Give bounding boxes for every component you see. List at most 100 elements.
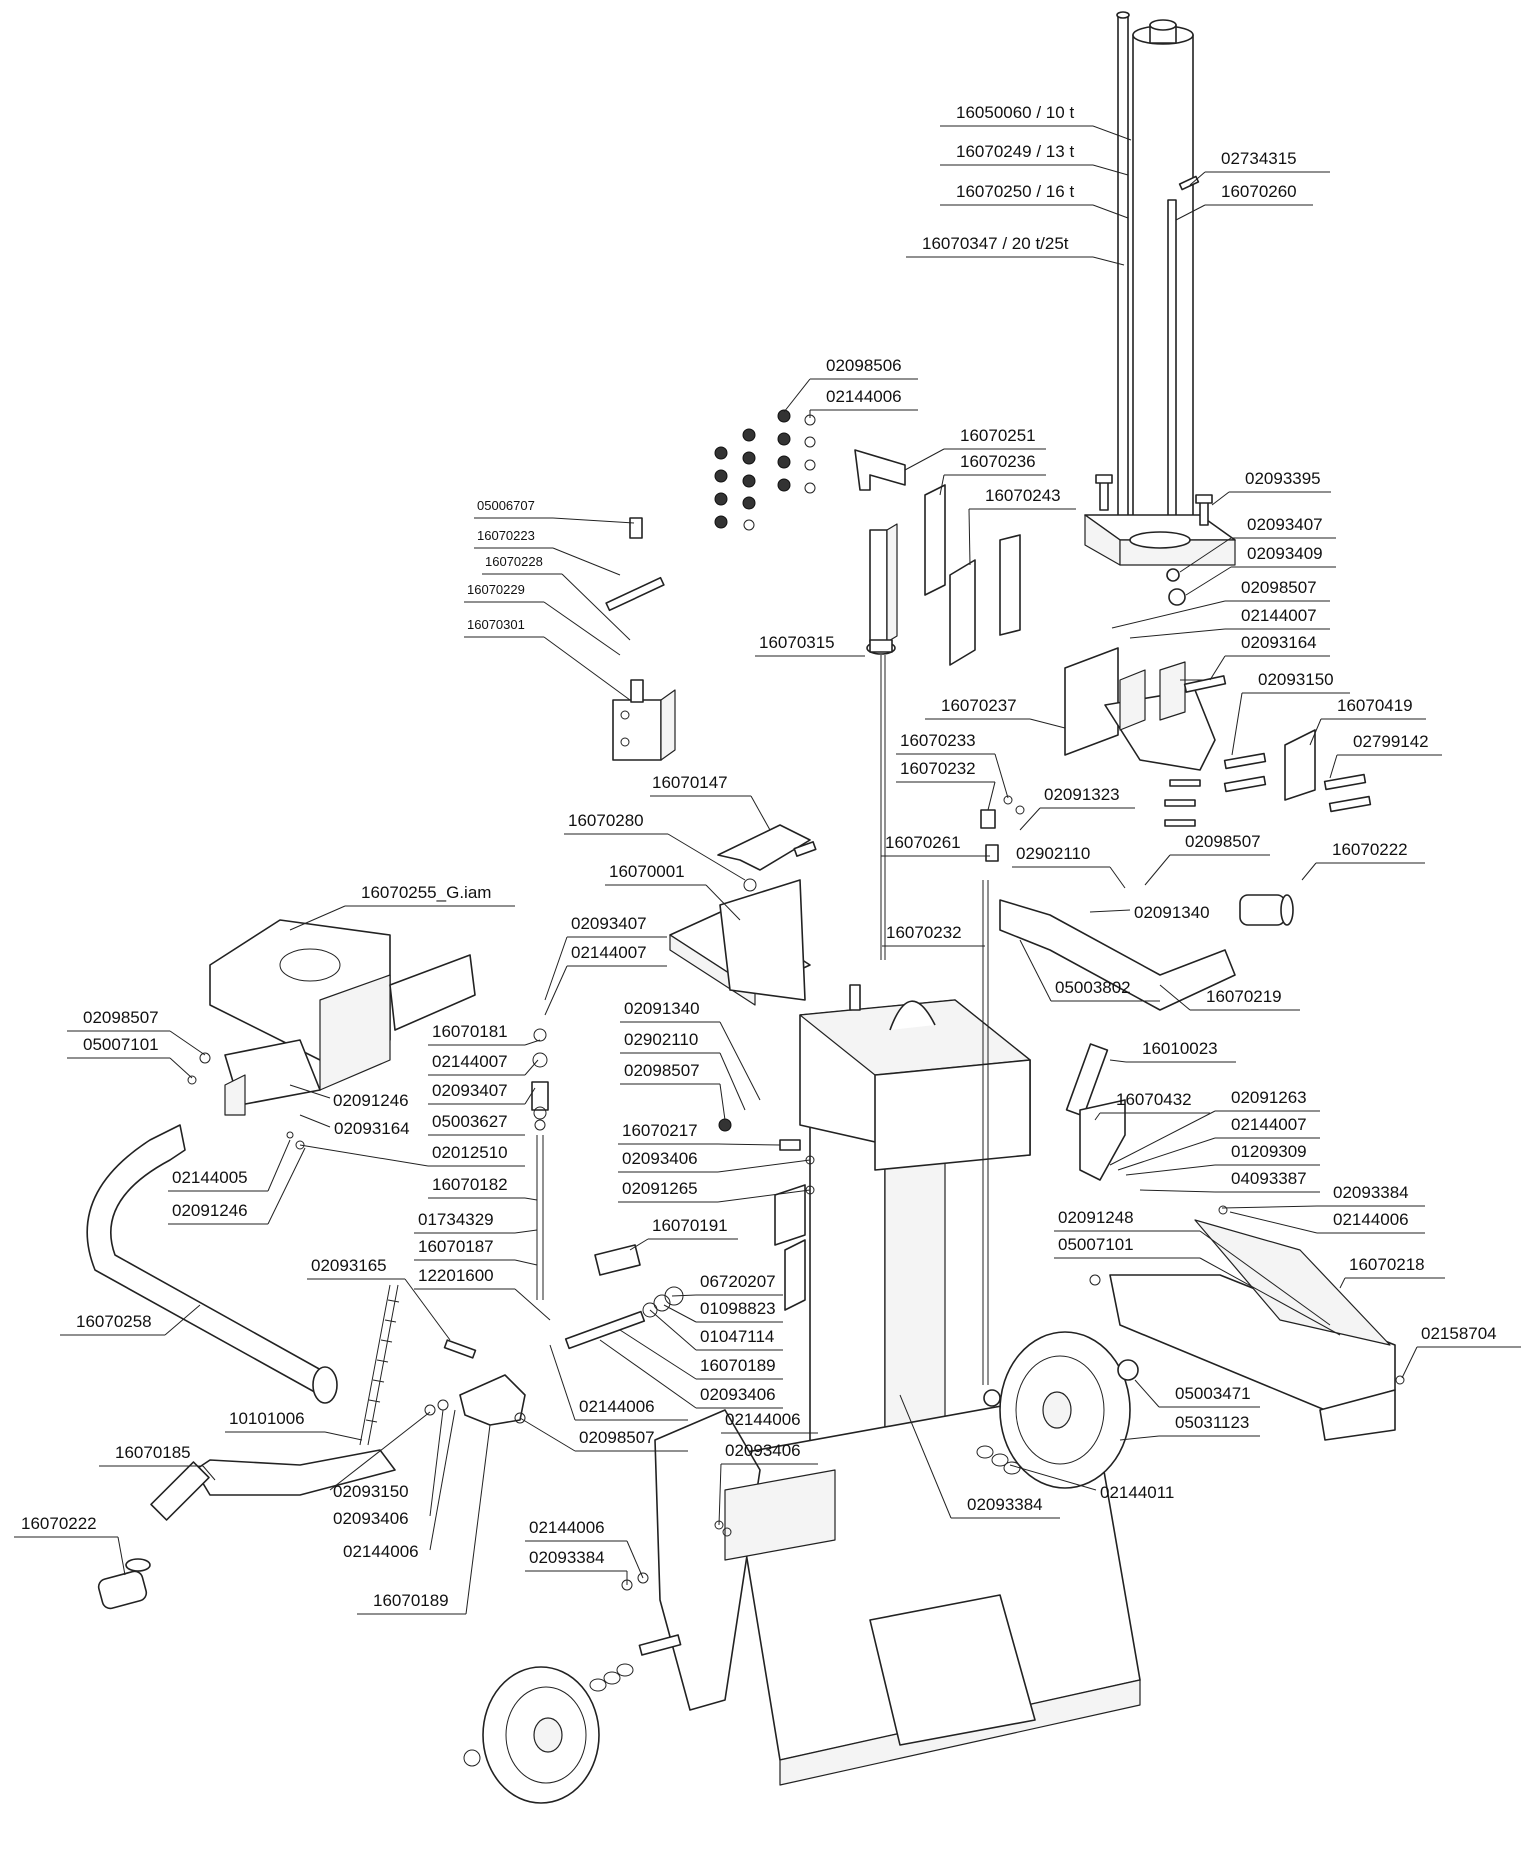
callout-02093150-bottom: 02093150 — [329, 1411, 431, 1501]
callout-02093406-mid: 02093406 — [618, 1149, 811, 1173]
wedge-bracket — [1064, 647, 1372, 827]
callout-02091263: 02091263 — [1109, 1088, 1320, 1166]
part-number-label: 16070232 — [886, 923, 962, 942]
right-handle-lever — [999, 894, 1294, 1011]
part-number-label: 02098507 — [1185, 832, 1261, 851]
part-number-label: 02093407 — [571, 914, 647, 933]
callout-16070187: 16070187 — [414, 1237, 538, 1266]
callout-02144011: 02144011 — [1009, 1464, 1174, 1502]
callout-16070243: 16070243 — [968, 486, 1076, 566]
part-number-label: 02098507 — [83, 1008, 159, 1027]
part-number-label: 02012510 — [432, 1143, 508, 1162]
callout-16070232-mid: 16070232 — [882, 923, 985, 947]
wheel-right — [976, 1331, 1139, 1489]
part-number-label: 01734329 — [418, 1210, 494, 1229]
callout-16070182: 16070182 — [428, 1175, 538, 1201]
part-number-label: 02093406 — [725, 1441, 801, 1460]
part-number-label: 02091340 — [1134, 903, 1210, 922]
part-number-label: 05003802 — [1055, 978, 1131, 997]
part-number-label: 16070261 — [885, 833, 961, 852]
callout-02098507-mid2: 02098507 — [620, 1061, 726, 1121]
callout-16070181: 16070181 — [428, 1022, 541, 1046]
part-number-label: 05003471 — [1175, 1384, 1251, 1403]
part-number-label: 16070219 — [1206, 987, 1282, 1006]
callout-02093395: 02093395 — [1211, 469, 1331, 506]
part-number-label: 16070251 — [960, 426, 1036, 445]
part-number-label: 02144006 — [725, 1410, 801, 1429]
part-number-label: 02093164 — [334, 1119, 410, 1138]
callout-16070218: 16070218 — [1339, 1255, 1445, 1289]
part-number-label: 02098506 — [826, 356, 902, 375]
part-number-label: 16070236 — [960, 452, 1036, 471]
part-number-label: 16070232 — [900, 759, 976, 778]
part-number-label: 02093409 — [1247, 544, 1323, 563]
hydraulic-cylinder — [1084, 11, 1236, 606]
callout-16070223: 16070223 — [474, 528, 621, 576]
part-number-label: 02158704 — [1421, 1324, 1497, 1343]
part-number-label: 02098507 — [624, 1061, 700, 1080]
callout-02093384-right: 02093384 — [1221, 1183, 1425, 1209]
main-column — [654, 879, 1141, 1786]
part-number-label: 16070181 — [432, 1022, 508, 1041]
callout-02091323: 02091323 — [1019, 785, 1135, 831]
callout-16070185: 16070185 — [99, 1443, 216, 1481]
callout-02093409: 02093409 — [1185, 544, 1336, 596]
callout-02093406-colA: 02093406 — [718, 1441, 818, 1526]
callout-16070250: 16070250 / 16 t — [940, 182, 1129, 219]
part-number-label: 02144006 — [579, 1397, 655, 1416]
part-number-label: 16070191 — [652, 1216, 728, 1235]
callout-16070432: 16070432 — [1094, 1090, 1210, 1121]
part-number-label: 02098507 — [1241, 578, 1317, 597]
part-number-label: 02093165 — [311, 1256, 387, 1275]
callout-16070232-top: 16070232 — [896, 759, 996, 811]
part-number-label: 01047114 — [700, 1327, 774, 1346]
wedge-guide-plates — [854, 449, 1021, 666]
callout-05007101-right: 05007101 — [1054, 1235, 1341, 1336]
part-number-label: 02098507 — [579, 1428, 655, 1447]
part-number-label: 16070218 — [1349, 1255, 1425, 1274]
pedal-bracket — [424, 1339, 526, 1426]
callout-01209309: 01209309 — [1125, 1142, 1320, 1176]
callout-05003802: 05003802 — [1019, 939, 1160, 1002]
callout-16070260: 16070260 — [1175, 182, 1313, 221]
part-number-label: 02093395 — [1245, 469, 1321, 488]
part-number-label: 02144007 — [1231, 1115, 1307, 1134]
part-number-label: 16070255_G.iam — [361, 883, 491, 902]
coil-spring — [359, 1284, 400, 1446]
part-number-label: 02144005 — [172, 1168, 248, 1187]
part-number-label: 16070182 — [432, 1175, 508, 1194]
part-number-label: 10101006 — [229, 1409, 305, 1428]
part-number-label: 01209309 — [1231, 1142, 1307, 1161]
callout-02091248: 02091248 — [1054, 1208, 1331, 1326]
callout-labels: 16050060 / 10 t 16070249 / 13 t 16070250… — [14, 103, 1521, 1615]
part-number-label: 02093407 — [1247, 515, 1323, 534]
callout-16070222-right: 16070222 — [1301, 840, 1425, 881]
part-number-label: 04093387 — [1231, 1169, 1307, 1188]
part-number-label: 02091323 — [1044, 785, 1120, 804]
part-number-label: 01098823 — [700, 1299, 776, 1318]
part-number-label: 16050060 / 10 t — [956, 103, 1074, 122]
part-number-label: 16070189 — [700, 1356, 776, 1375]
part-number-label: 02799142 — [1353, 732, 1429, 751]
clip-and-spacer — [980, 795, 1025, 862]
callout-16070001: 16070001 — [605, 862, 741, 921]
callout-02144007-left2: 02144007 — [428, 1052, 539, 1076]
part-number-label: 16070233 — [900, 731, 976, 750]
callout-05031123: 05031123 — [1119, 1413, 1260, 1441]
callout-16070219: 16070219 — [1159, 984, 1300, 1011]
callout-16070347: 16070347 / 20 t/25t — [906, 234, 1125, 266]
part-number-label: 02144006 — [826, 387, 902, 406]
callout-02144007-right1: 02144007 — [1129, 606, 1330, 639]
callout-16070301: 16070301 — [464, 617, 631, 701]
part-number-label: 12201600 — [418, 1266, 494, 1285]
callout-02144006-mid: 02144006 — [549, 1344, 688, 1421]
part-number-label: 16070315 — [759, 633, 835, 652]
callout-02093164-right: 02093164 — [1209, 633, 1330, 681]
callout-02093406-bottom: 02093406 — [333, 1409, 444, 1528]
part-number-label: 16070147 — [652, 773, 728, 792]
part-number-label: 16070237 — [941, 696, 1017, 715]
part-number-label: 02093384 — [1333, 1183, 1409, 1202]
callout-02012510: 02012510 — [299, 1143, 525, 1167]
part-number-label: 16070229 — [467, 582, 525, 597]
